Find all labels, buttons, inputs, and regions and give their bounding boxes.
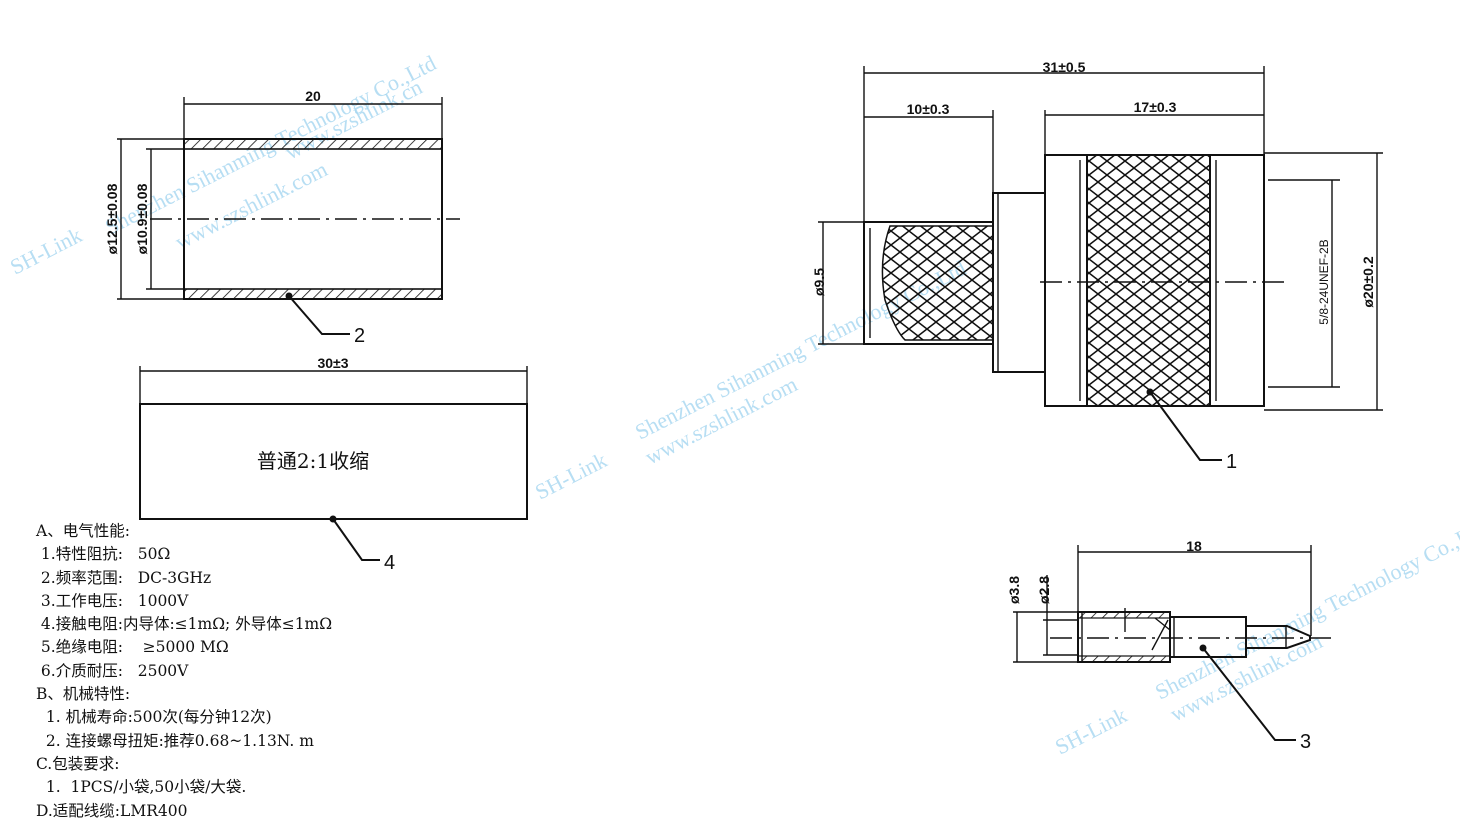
svg-text:SH-Link: SH-Link <box>1051 702 1131 759</box>
specifications-notes: A、电气性能: 1.特性阻抗: 50Ω 2.频率范围: DC-3GHz 3.工作… <box>36 520 332 823</box>
dim-nut-diameter: ø20±0.2 <box>1360 256 1376 307</box>
spec-heading-packaging: C.包装要求: <box>36 754 120 773</box>
dim-thread: 5/8-24UNEF-2B <box>1317 239 1331 324</box>
dim-pin-inner-diameter: ø2.8 <box>1036 576 1052 604</box>
dim-tube-outer-diameter: ø12.5±0.08 <box>104 183 120 254</box>
callout-3: 3 <box>1300 731 1311 753</box>
spec-heading-electrical: A、电气性能: <box>36 522 130 540</box>
spec-line: 1. 1PCS/小袋,50小袋/大袋. <box>36 778 247 797</box>
spec-line: 2. 连接螺母扭矩:推荐0.68~1.13N. m <box>36 731 314 750</box>
dim-nut-length: 17±0.3 <box>1134 99 1177 115</box>
dim-tube-length: 20 <box>305 88 321 104</box>
dim-crimp-diameter: ø9.5 <box>811 268 827 296</box>
heatshrink-label: 普通2:1收缩 <box>257 449 369 473</box>
spec-line: 1. 机械寿命:500次(每分钟12次) <box>36 708 272 727</box>
callout-1: 1 <box>1226 451 1237 473</box>
spec-line: 6.介质耐压: 2500V <box>36 661 189 680</box>
part3-pin: 18 ø3.8 ø2.8 3 <box>1006 538 1333 753</box>
callout-4: 4 <box>384 552 395 574</box>
spec-heading-mechanical: B、机械特性: <box>36 685 131 704</box>
svg-text:SH-Link: SH-Link <box>531 447 611 504</box>
spec-line: 3.工作电压: 1000V <box>36 591 189 610</box>
spec-line: 4.接触电阻:内导体:≤1mΩ; 外导体≤1mΩ <box>36 615 333 634</box>
spec-line: 1.特性阻抗: 50Ω <box>36 545 171 564</box>
callout-2: 2 <box>354 325 365 347</box>
dim-pin-length: 18 <box>1186 538 1202 554</box>
dim-pin-outer-diameter: ø3.8 <box>1006 576 1022 604</box>
part1-connector: 31±0.5 10±0.3 17±0.3 ø9.5 5/8-24UNEF-2B … <box>811 59 1383 473</box>
dim-crimp-length: 10±0.3 <box>907 101 950 117</box>
spec-heading-cable: D.适配线缆:LMR400 <box>36 801 188 820</box>
part2-tube: 20 ø12.5±0.08 ø10.9±0.08 2 <box>104 88 460 347</box>
spec-line: 2.频率范围: DC-3GHz <box>36 568 212 587</box>
dim-connector-length: 31±0.5 <box>1043 59 1086 75</box>
part4-heatshrink: 30±3 普通2:1收缩 4 <box>139 355 528 574</box>
dim-heatshrink-length: 30±3 <box>317 355 348 371</box>
dim-tube-inner-diameter: ø10.9±0.08 <box>134 183 150 254</box>
svg-text:SH-Link: SH-Link <box>6 222 86 279</box>
spec-line: 5.绝缘电阻: ≥5000 MΩ <box>36 638 229 657</box>
